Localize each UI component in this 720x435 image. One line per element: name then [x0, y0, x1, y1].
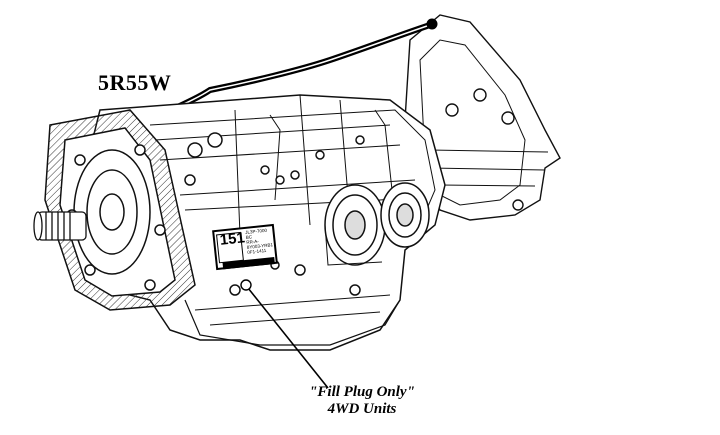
fill-plug: [240, 279, 252, 291]
tag-fine-print: JL3P-7000 BC RR-A- 8Y003-YRB1 0F1-1411: [245, 227, 274, 255]
connector-discs: [324, 182, 430, 266]
tag-number: 151: [219, 229, 246, 249]
callout-line-2: 4WD Units: [327, 401, 397, 417]
vent-tube: [137, 18, 438, 128]
model-label: 5R55W: [98, 70, 172, 95]
callout-line-1: "Fill Plug Only": [309, 384, 415, 400]
id-tag: [212, 223, 278, 271]
input-shaft: [33, 211, 87, 241]
callout-leader: [247, 287, 329, 389]
front-flange: [44, 109, 196, 311]
fill-plug-callout: "Fill Plug Only" 4WD Units: [262, 384, 462, 418]
